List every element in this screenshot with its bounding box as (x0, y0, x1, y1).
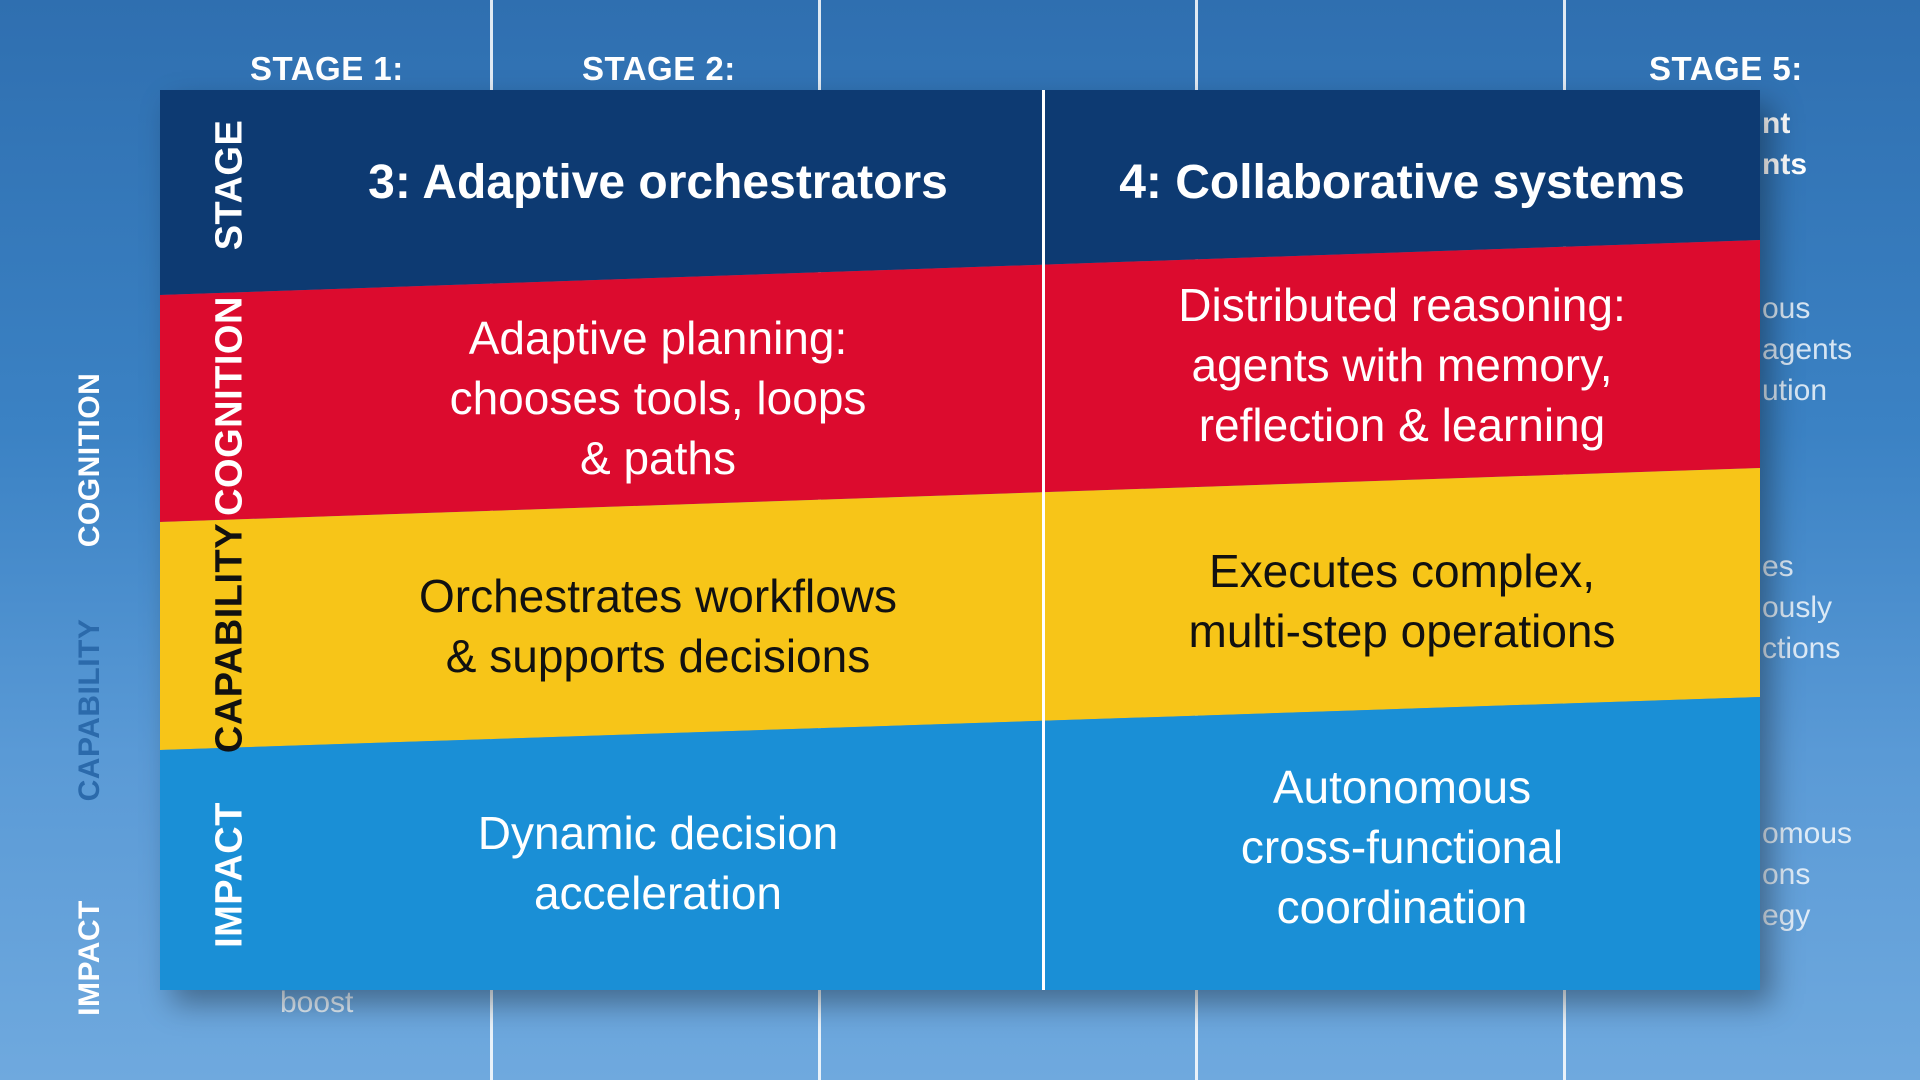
bg-stage1-impact-fragment: boost (280, 986, 354, 1019)
column-divider (1042, 90, 1045, 990)
stage-3-cognition: Adaptive planning:chooses tools, loops& … (449, 312, 867, 484)
row-label-impact: IMPACT (208, 802, 251, 948)
matrix-bands (160, 90, 1760, 990)
bg-stage5-title-fragment: nts (1762, 148, 1807, 181)
capability-band (160, 468, 1760, 750)
stage-4-capability: Executes complex,multi-step operations (1188, 545, 1616, 657)
stage-4-cognition: Distributed reasoning:agents with memory… (1178, 279, 1626, 451)
stage-3-capability: Orchestrates workflows& supports decisio… (418, 570, 898, 682)
row-label-capability: CAPABILITY (208, 522, 251, 754)
bg-stage5-impact-fragment: egy (1762, 899, 1811, 932)
bg-capability-label: CAPABILITY (73, 618, 106, 802)
stage-matrix-card: STAGE COGNITION CAPABILITY IMPACT 3: Ada… (160, 90, 1760, 990)
bg-stage5-capability-fragment: ously (1762, 591, 1833, 624)
stage-3-title: 3: Adaptive orchestrators (368, 156, 948, 209)
bg-stage5-cognition-fragment: ution (1762, 374, 1828, 407)
stage-band (160, 90, 1760, 295)
bg-cognition-label: COGNITION (73, 372, 106, 548)
bg-stage5-cognition-fragment: agents (1762, 333, 1853, 366)
bg-stage5-impact-fragment: omous (1762, 817, 1853, 850)
impact-band (160, 697, 1760, 990)
bg-stage5-capability-fragment: es (1762, 550, 1794, 583)
bg-stage5-capability-fragment: ctions (1762, 632, 1841, 665)
bg-stage5-title-fragment: nt (1762, 107, 1791, 140)
cognition-band (160, 240, 1760, 522)
bg-stage5-impact-fragment: ons (1762, 858, 1811, 891)
bg-impact-label: IMPACT (73, 900, 106, 1016)
bg-stage-1-label: STAGE 1: (250, 50, 404, 87)
bg-stage5-cognition-fragment: ous (1762, 292, 1811, 325)
stage-4-title: 4: Collaborative systems (1119, 156, 1685, 209)
bg-stage-2-label: STAGE 2: (582, 50, 736, 87)
bg-stage-5-label: STAGE 5: (1649, 50, 1803, 87)
row-label-stage: STAGE (208, 119, 251, 251)
row-label-cognition: COGNITION (208, 296, 251, 516)
